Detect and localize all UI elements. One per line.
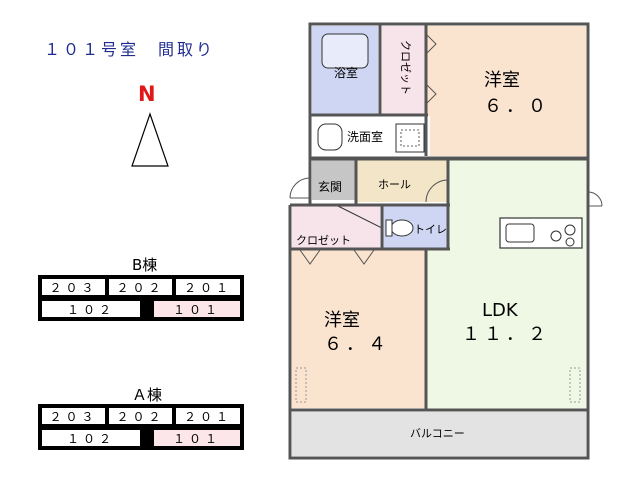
washing-machine-icon <box>395 123 425 153</box>
bath-label: 浴室 <box>334 65 358 80</box>
unit-cell: ２０１ <box>176 408 240 424</box>
balcony-area <box>292 412 586 456</box>
unit-cell: ２０２ <box>109 408 172 424</box>
washroom-label: 洗面室 <box>347 129 383 144</box>
unit-cell: １０２ <box>42 430 140 446</box>
hall-label: ホール <box>378 178 411 191</box>
unit-cell-selected: １０１ <box>154 301 240 317</box>
closet-top-label: クロゼット <box>399 40 412 95</box>
north-arrow-icon <box>131 112 169 167</box>
stove-icon <box>550 230 562 242</box>
unit-cell-selected: １０１ <box>154 430 240 446</box>
building-a-diagram: ２０３ ２０２ ２０１ １０２ １０１ <box>38 404 244 450</box>
sink-icon <box>505 223 535 243</box>
hall-area <box>356 160 448 202</box>
ldk-room-lower <box>426 250 586 410</box>
building-b-diagram: ２０３ ２０２ ２０１ １０２ １０１ <box>38 275 244 321</box>
western-room-1-size: ６．０ <box>484 96 550 117</box>
vent-icon <box>295 367 307 403</box>
balcony-label: バルコニー <box>410 427 465 440</box>
wash-basin-icon <box>317 123 343 151</box>
ldk-size: １１．２ <box>462 324 550 345</box>
western-room-2-size: ６．４ <box>324 334 390 355</box>
toilet-icon <box>390 219 414 237</box>
toilet-label: トイレ <box>414 223 447 236</box>
western-room-2-name: 洋室 <box>324 310 360 331</box>
bathtub-icon <box>321 33 369 69</box>
north-label: N <box>138 82 156 106</box>
western-room-1 <box>426 26 586 156</box>
building-b-label: B棟 <box>132 256 158 274</box>
closet-bottom <box>292 206 380 248</box>
page-title: １０１号室 間取り <box>44 40 216 59</box>
unit-cell: ２０３ <box>42 279 105 295</box>
entrance-area <box>312 160 356 200</box>
closet-top <box>382 26 426 114</box>
walls <box>288 22 590 460</box>
western-room-2 <box>292 248 426 408</box>
western-room-1-name: 洋室 <box>484 70 520 91</box>
unit-cell: ２０１ <box>176 279 240 295</box>
vent-icon <box>569 367 581 403</box>
unit-cell: ２０２ <box>109 279 172 295</box>
closet-bottom-label: クロゼット <box>296 234 351 247</box>
entrance-label: 玄関 <box>318 179 342 194</box>
building-a-label: Ａ棟 <box>132 386 163 404</box>
unit-cell: ２０３ <box>42 408 105 424</box>
unit-cell: １０２ <box>42 301 140 317</box>
ldk-name: LDK <box>482 300 519 321</box>
door-swings <box>289 33 603 265</box>
